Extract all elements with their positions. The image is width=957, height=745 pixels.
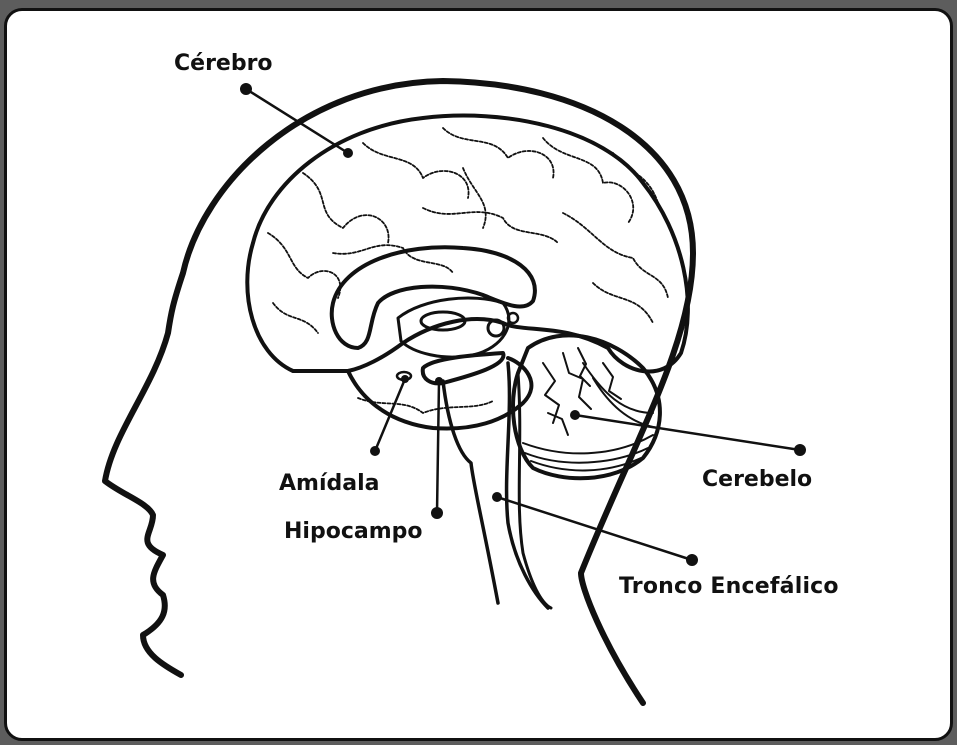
label-amidala: Amídala [279,473,379,495]
label-cerebro: Cérebro [174,53,273,75]
cerebrum-outline [247,116,688,372]
brain-diagram [7,11,953,741]
label-cerebelo: Cerebelo [702,469,812,491]
hippocampus-shape [423,353,504,383]
cerebellum-folia [523,348,658,470]
label-tronco-encefalico: Tronco Encefálico [619,576,839,598]
label-hipocampo: Hipocampo [284,521,423,543]
diagram-frame: Cérebro Amídala Hipocampo Cerebelo Tronc… [4,8,953,741]
brainstem [443,363,548,608]
